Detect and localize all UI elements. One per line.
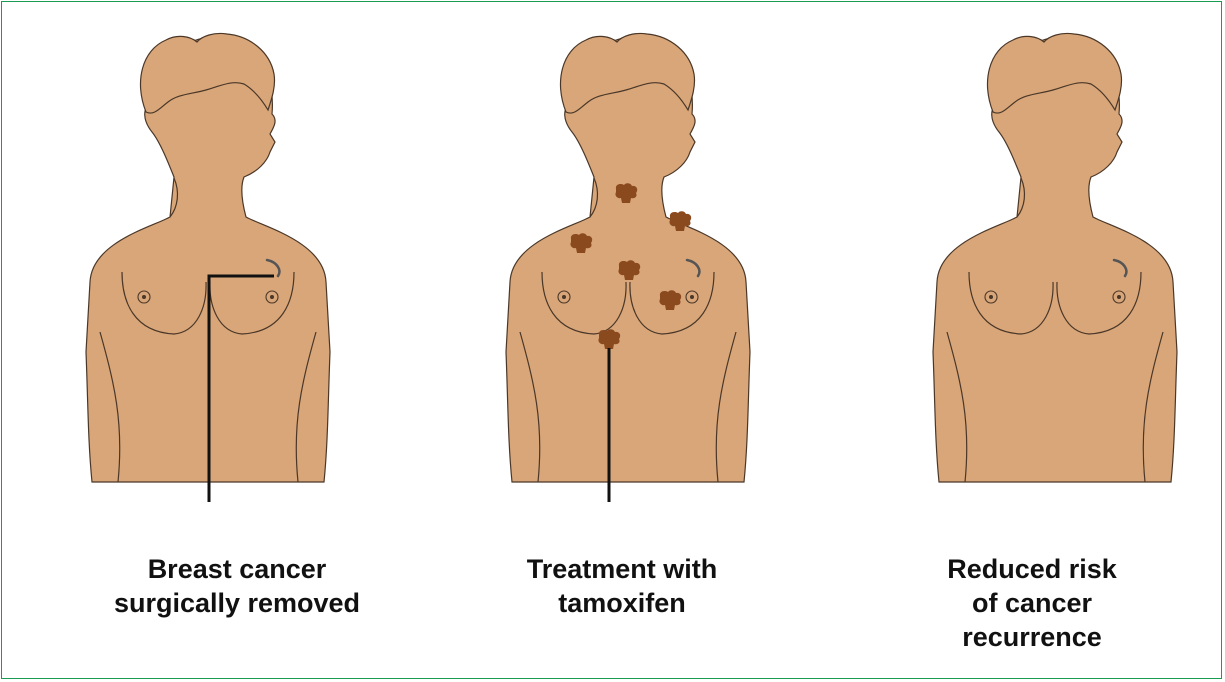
woman-torso-icon <box>933 33 1177 482</box>
caption-outcome: Reduced risk of cancer recurrence <box>902 552 1162 654</box>
caption-line: recurrence <box>902 620 1162 654</box>
caption-line: Treatment with <box>462 552 782 586</box>
caption-line: of cancer <box>902 586 1162 620</box>
caption-treatment: Treatment with tamoxifen <box>462 552 782 620</box>
figure-outcome <box>929 2 1189 502</box>
caption-line: tamoxifen <box>462 586 782 620</box>
figure-treatment <box>502 2 762 502</box>
caption-line: surgically removed <box>62 586 412 620</box>
figure-surgery <box>82 2 342 502</box>
woman-torso-icon <box>506 33 750 482</box>
caption-surgery: Breast cancer surgically removed <box>62 552 412 620</box>
caption-line: Reduced risk <box>902 552 1162 586</box>
caption-line: Breast cancer <box>62 552 412 586</box>
